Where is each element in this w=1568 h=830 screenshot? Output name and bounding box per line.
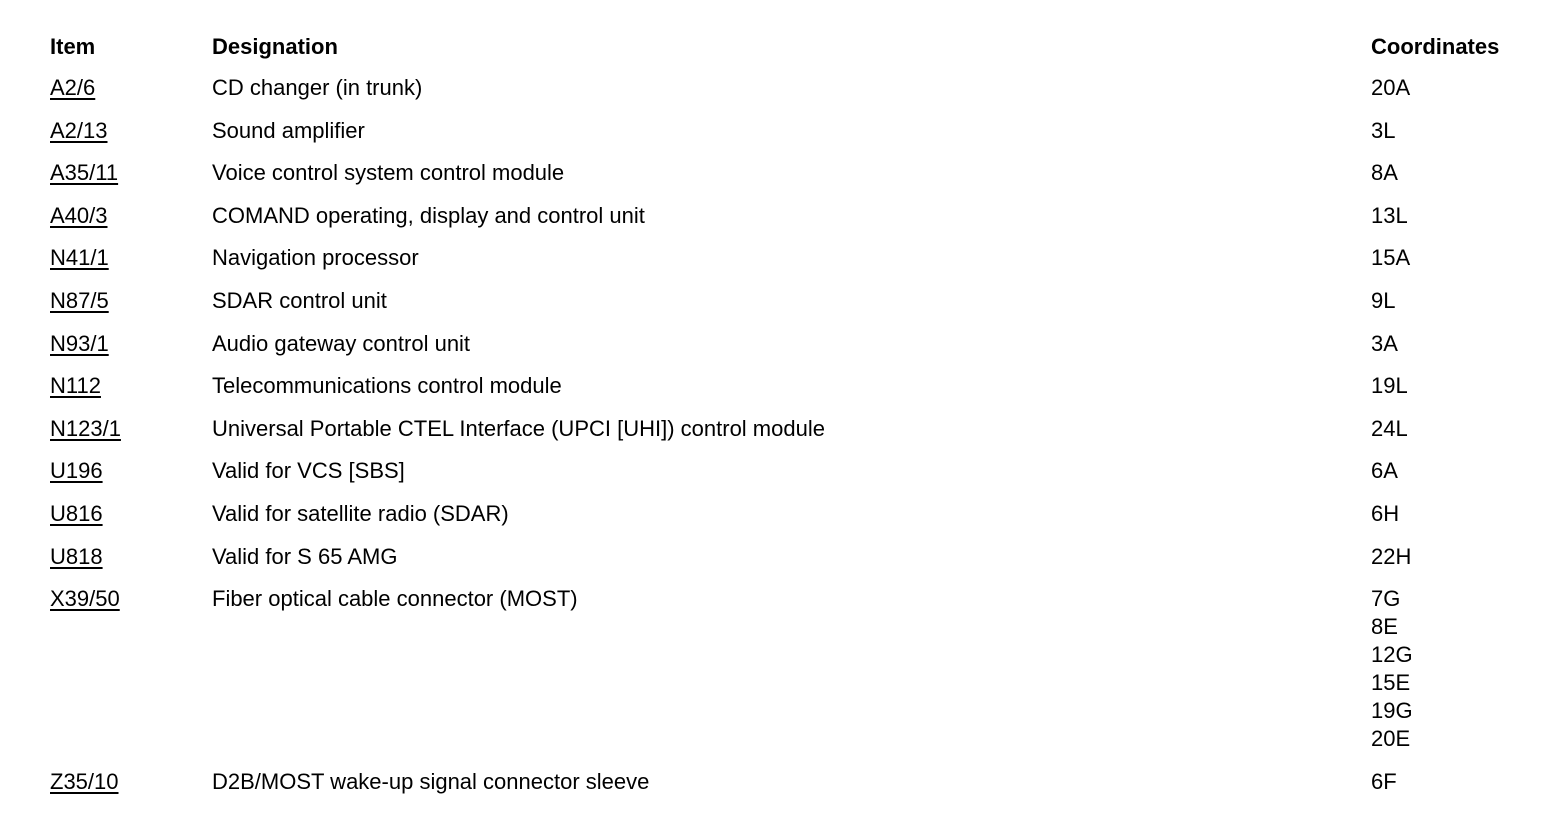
table-row: N41/1 Navigation processor 15A: [50, 237, 1540, 280]
coordinates-cell: 15A: [1371, 237, 1540, 280]
header-row: Item Designation Coordinates: [50, 28, 1540, 67]
coordinate-value: 3L: [1371, 117, 1396, 143]
item-link[interactable]: A35/11: [50, 160, 119, 186]
designation-cell: Valid for VCS [SBS]: [212, 458, 405, 484]
designation-cell: Audio gateway control unit: [212, 330, 471, 356]
coordinate-value: 7G: [1371, 586, 1401, 612]
coordinate-value: 15A: [1371, 245, 1411, 271]
item-link[interactable]: Z35/10: [50, 768, 119, 794]
coordinate-value: 6A: [1371, 458, 1398, 484]
coordinate-value: 19L: [1371, 373, 1408, 399]
table-row: N93/1 Audio gateway control unit 3A: [50, 323, 1540, 366]
designation-cell: Valid for S 65 AMG: [212, 543, 398, 569]
item-cell: A2/13: [50, 110, 212, 153]
header-designation: Designation: [212, 34, 338, 59]
designation-cell: Universal Portable CTEL Interface (UPCI …: [212, 415, 825, 441]
item-cell: A40/3: [50, 195, 212, 238]
item-link[interactable]: N93/1: [50, 330, 109, 356]
item-cell: N123/1: [50, 408, 212, 451]
coordinates-cell: 6F: [1371, 761, 1540, 804]
table-row: A2/6 CD changer (in trunk) 20A: [50, 67, 1540, 110]
coordinates-cell: 9L: [1371, 280, 1540, 323]
coordinate-value: 24L: [1371, 415, 1408, 441]
designation-cell: Voice control system control module: [212, 160, 565, 186]
coordinate-value: 19G: [1371, 698, 1413, 724]
coordinates-cell: 3L: [1371, 110, 1540, 153]
designation-cell: CD changer (in trunk): [212, 75, 423, 100]
item-link[interactable]: N123/1: [50, 415, 121, 441]
table-row: N87/5 SDAR control unit 9L: [50, 280, 1540, 323]
coordinate-value: 12G: [1371, 642, 1413, 668]
coordinate-value: 6H: [1371, 500, 1400, 526]
item-link[interactable]: N87/5: [50, 287, 109, 313]
table-row: N112 Telecommunications control module 19L: [50, 365, 1540, 408]
item-link[interactable]: A2/6: [50, 75, 96, 100]
designation-cell: COMAND operating, display and control un…: [212, 202, 645, 228]
item-link[interactable]: U816: [50, 500, 103, 526]
item-cell: U818: [50, 536, 212, 579]
coordinate-value: 6F: [1371, 768, 1397, 794]
item-cell: A2/6: [50, 67, 212, 110]
header-item: Item: [50, 34, 96, 59]
coordinate-value: 22H: [1371, 543, 1412, 569]
item-link[interactable]: U818: [50, 543, 103, 569]
coordinates-cell: 19L: [1371, 365, 1540, 408]
coordinate-value: 15E: [1371, 670, 1411, 696]
coordinates-cell: 13L: [1371, 195, 1540, 238]
item-cell: U196: [50, 450, 212, 493]
coordinate-value: 8A: [1371, 160, 1398, 186]
table-row: U816 Valid for satellite radio (SDAR) 6H: [50, 493, 1540, 536]
item-link[interactable]: A2/13: [50, 117, 108, 143]
item-cell: N93/1: [50, 323, 212, 366]
table-row: A35/11 Voice control system control modul…: [50, 152, 1540, 195]
table-row: A2/13 Sound amplifier 3L: [50, 110, 1540, 153]
table-row: Z35/10 D2B/MOST wake-up signal connector …: [50, 761, 1540, 804]
coordinate-value: 13L: [1371, 202, 1408, 228]
item-link[interactable]: A40/3: [50, 202, 108, 228]
item-cell: U816: [50, 493, 212, 536]
item-cell: X39/50: [50, 578, 212, 761]
item-cell: N112: [50, 365, 212, 408]
coordinates-cell: 20A: [1371, 67, 1540, 110]
coordinate-value: 20E: [1371, 726, 1411, 752]
item-link[interactable]: N41/1: [50, 245, 109, 271]
item-link[interactable]: X39/50: [50, 586, 120, 612]
coordinate-value: 3A: [1371, 330, 1398, 356]
header-coordinates: Coordinates: [1371, 34, 1500, 59]
coordinate-value: 20A: [1371, 75, 1411, 100]
coordinates-cell: 6H: [1371, 493, 1540, 536]
designation-cell: D2B/MOST wake-up signal connector sleeve: [212, 768, 650, 794]
designation-cell: SDAR control unit: [212, 287, 387, 313]
coordinate-value: 9L: [1371, 287, 1396, 313]
item-cell: N87/5: [50, 280, 212, 323]
coordinate-value: 8E: [1371, 614, 1398, 640]
item-cell: N41/1: [50, 237, 212, 280]
table-row: X39/50 Fiber optical cable connector (MOS…: [50, 578, 1540, 761]
designation-cell: Telecommunications control module: [212, 373, 562, 399]
table-row: A40/3 COMAND operating, display and contr…: [50, 195, 1540, 238]
coordinates-cell: 22H: [1371, 536, 1540, 579]
item-cell: A35/11: [50, 152, 212, 195]
legend-table: Item Designation Coordinates A2/6 CD chan…: [50, 28, 1540, 803]
item-link[interactable]: U196: [50, 458, 103, 484]
table-row: U196 Valid for VCS [SBS] 6A: [50, 450, 1540, 493]
coordinates-cell: 3A: [1371, 323, 1540, 366]
coordinates-cell: 24L: [1371, 408, 1540, 451]
designation-cell: Sound amplifier: [212, 117, 365, 143]
designation-cell: Fiber optical cable connector (MOST): [212, 586, 578, 612]
item-cell: Z35/10: [50, 761, 212, 804]
coordinates-cell: 8A: [1371, 152, 1540, 195]
table-row: U818 Valid for S 65 AMG 22H: [50, 536, 1540, 579]
designation-cell: Navigation processor: [212, 245, 419, 271]
table-body: A2/6 CD changer (in trunk) 20A A2/13 Sound a…: [50, 67, 1540, 803]
item-link[interactable]: N112: [50, 373, 101, 399]
designation-cell: Valid for satellite radio (SDAR): [212, 500, 509, 526]
coordinates-cell: 6A: [1371, 450, 1540, 493]
table-row: N123/1 Universal Portable CTEL Interface …: [50, 408, 1540, 451]
